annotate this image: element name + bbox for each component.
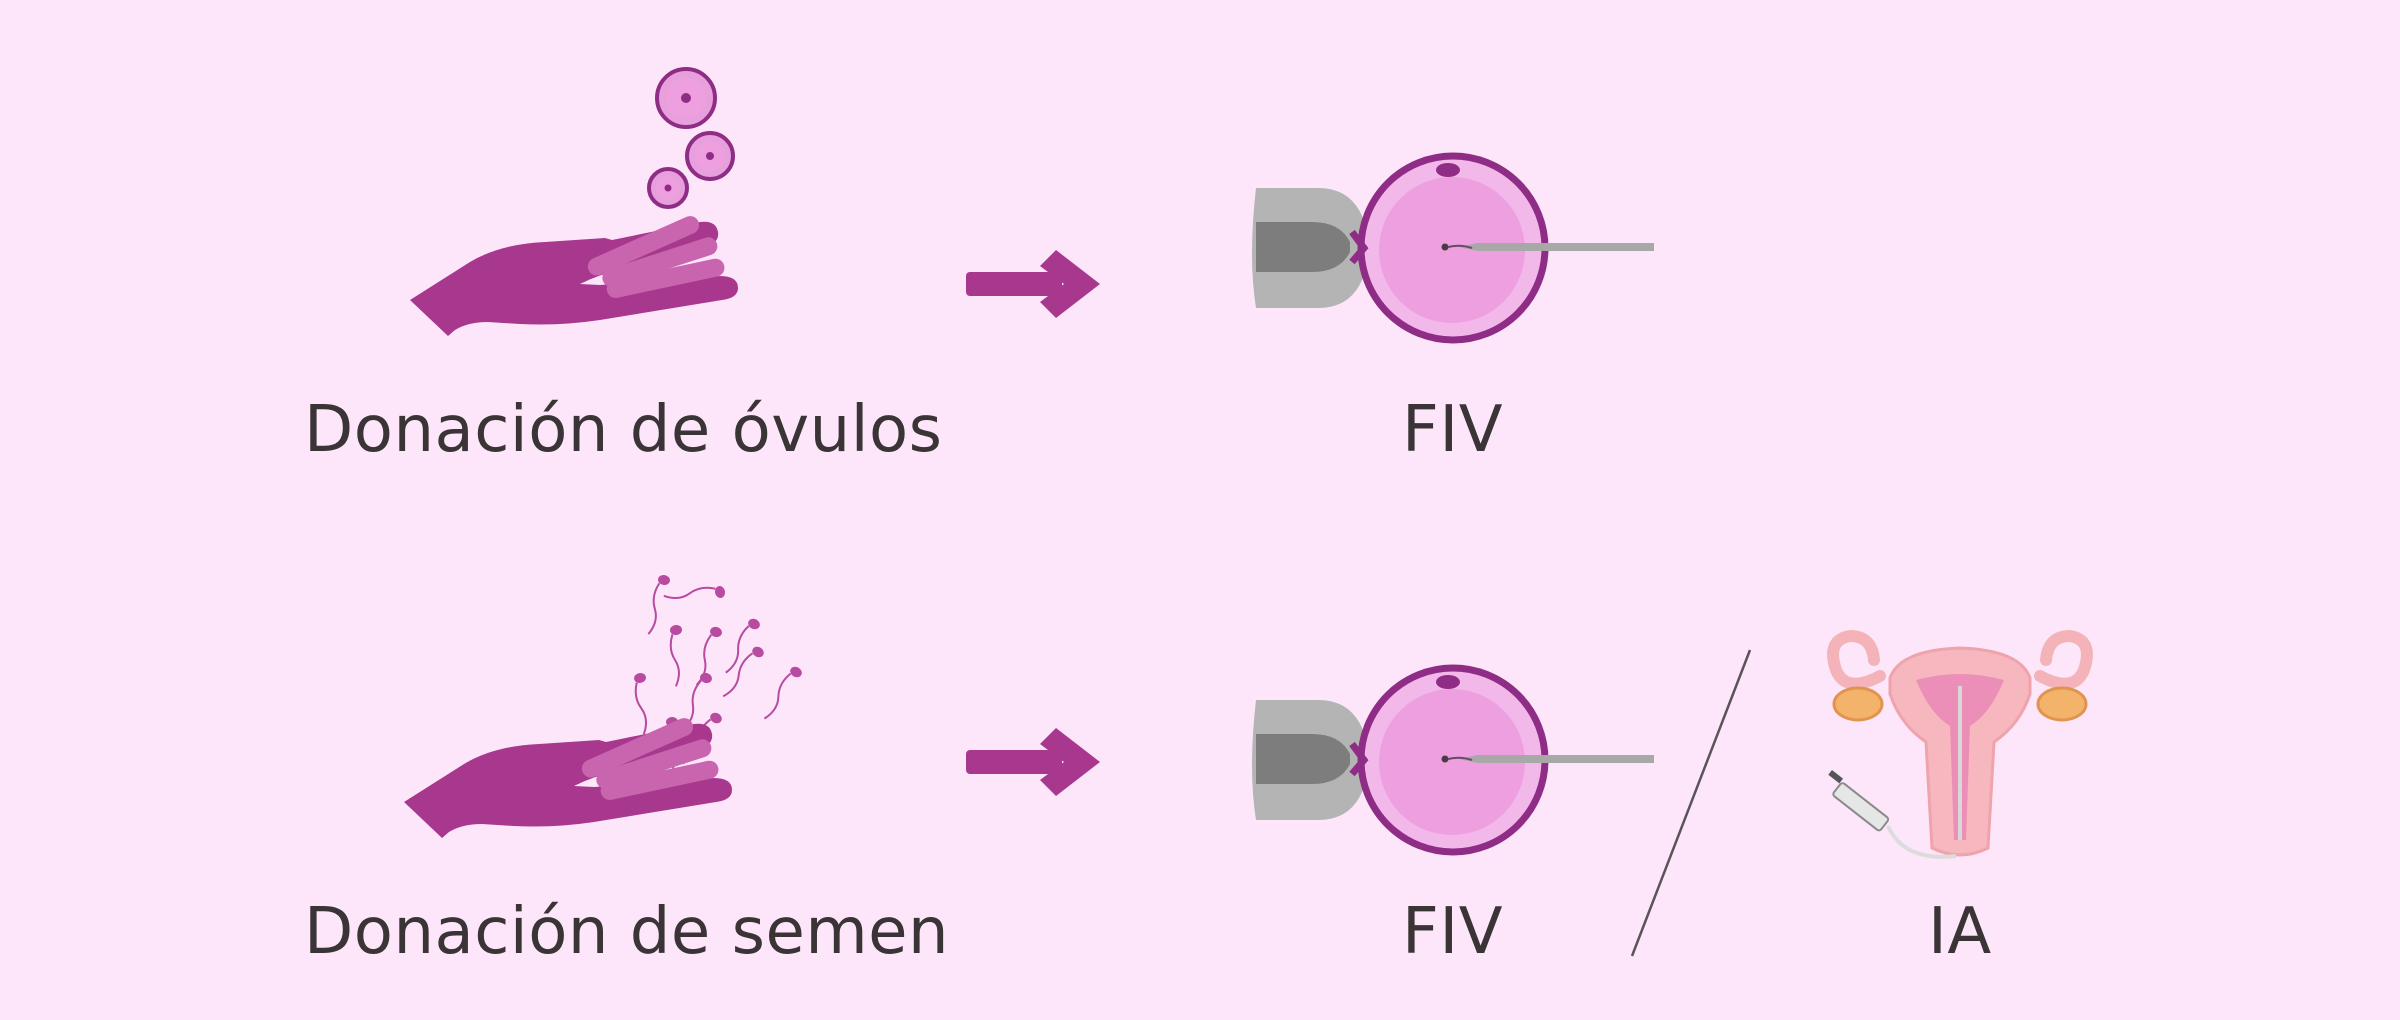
ivf-oocyte-icon [1252,156,1654,340]
syringe-icon [1828,770,1957,859]
egg-donation-label: Donación de óvulos [304,393,943,467]
uterus-icon [1827,629,2093,859]
hand-sperm-icon [404,715,732,838]
ivf-label-1: FIV [1402,393,1503,467]
semen-donation-label: Donación de semen [304,895,950,969]
ivf-label-2: FIV [1402,895,1503,969]
separator-slash [1630,649,1752,957]
hand-egg-icon [410,213,738,336]
egg-cells-icon [647,67,735,209]
ia-label: IA [1928,895,1992,969]
arrow-right-icon [966,250,1100,318]
arrow-right-icon [966,728,1100,796]
ivf-oocyte-icon [1252,668,1654,852]
